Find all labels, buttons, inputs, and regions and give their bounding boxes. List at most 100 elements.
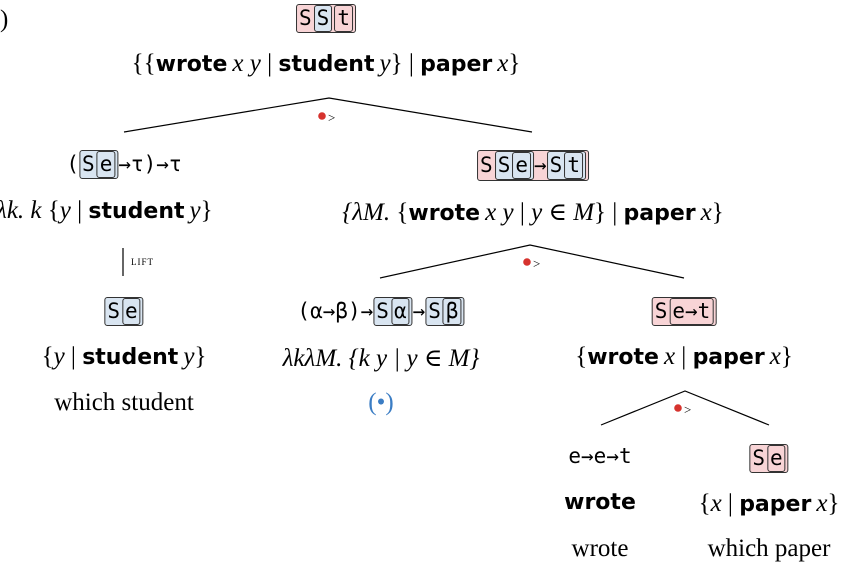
arrow: → (685, 299, 698, 323)
const-wrote: wrote (155, 52, 228, 77)
var-y: y (53, 343, 65, 370)
type-e: e (515, 153, 528, 177)
var-y: y (59, 197, 71, 224)
brace: { (698, 490, 711, 517)
type-alpha: α (393, 299, 407, 323)
type-box: e (512, 152, 531, 179)
brace: { (575, 343, 588, 370)
brace: } (508, 50, 521, 77)
type-e: e (99, 152, 113, 176)
type-prefix: (α→β)→ (297, 299, 374, 323)
condition: y ∈ M (531, 199, 595, 226)
wrote-leaf-type: e→e→t (568, 444, 632, 468)
type-t: t (337, 6, 350, 30)
bar: | (606, 199, 624, 226)
left-leaf-word: which student (54, 389, 194, 416)
paper-leaf-formula: {x | paper x} (699, 490, 840, 518)
type-box: e (122, 298, 141, 325)
brace: } (827, 490, 840, 517)
mid-formula: λkλM. {k y | y ∈ M} (282, 345, 480, 372)
type-s: S (654, 299, 668, 323)
sub-formula: {wrote x | paper x} (575, 343, 793, 371)
var-x: x (710, 490, 722, 517)
var-y: y (183, 343, 195, 370)
type-t: t (567, 153, 580, 177)
mid-word: (•) (368, 389, 394, 416)
left-leaf-formula: {y | student y} (42, 343, 207, 371)
wrote-leaf-word: wrote (571, 535, 629, 562)
apply-dot-root (318, 112, 326, 120)
right-formula: {λM. {wrote x y | y ∈ M} | paper x} (342, 197, 724, 227)
type-s: S (316, 6, 330, 30)
const-paper: paper (692, 345, 765, 370)
var-x: x (663, 343, 676, 370)
vars: x y (232, 50, 261, 77)
type-e: e (125, 299, 138, 323)
type-box: e (767, 445, 786, 472)
const-paper: paper (623, 201, 696, 226)
brace: } (194, 343, 207, 370)
paper-leaf-word: which paper (707, 535, 831, 562)
bar: | (260, 50, 279, 77)
root-cut-paren: ) (0, 6, 9, 33)
const-student: student (88, 199, 185, 224)
type-beta: β (445, 299, 459, 323)
var-y: y (189, 197, 201, 224)
apply-dot-right (523, 258, 531, 266)
arrow: →τ) (118, 152, 157, 176)
bar: | (402, 50, 421, 77)
type-e: e (672, 299, 685, 323)
var-x: x (497, 50, 509, 77)
apply-marker-sub: > (684, 402, 692, 417)
apply-dot-sub (674, 404, 682, 412)
brace: { (390, 199, 409, 226)
var-x: x (816, 490, 828, 517)
apply-marker-root: > (328, 110, 336, 125)
type-box: β (442, 298, 462, 325)
vars: x y (485, 199, 514, 226)
var-x: x (700, 199, 712, 226)
type-s: S (299, 6, 312, 30)
bar: | (70, 197, 89, 224)
sub-branch-lines (600, 390, 770, 426)
type-s: S (428, 299, 441, 323)
paren: ( (66, 152, 80, 176)
arrow: → (412, 299, 426, 323)
right-branch-lines (379, 244, 685, 279)
type-box: t (564, 152, 583, 179)
brace: { (41, 197, 60, 224)
bar: | (675, 343, 693, 370)
root-formula: {{wrote x y | student y} | paper x} (132, 50, 521, 78)
brace: } (200, 197, 213, 224)
apply-marker-right: > (533, 256, 541, 271)
bar: | (721, 490, 740, 517)
type-s: S (497, 153, 511, 177)
const-paper: paper (420, 52, 493, 77)
type-s: S (752, 446, 765, 470)
type-s: S (107, 299, 120, 323)
bar: | (64, 343, 83, 370)
lift-label: lift (131, 253, 154, 268)
var-x: x (769, 343, 781, 370)
type-box: e→t (669, 298, 714, 325)
type-box: t (334, 5, 353, 32)
brace: { (41, 343, 54, 370)
arrow: →τ (156, 152, 182, 176)
lambda: λk. k (0, 197, 42, 224)
